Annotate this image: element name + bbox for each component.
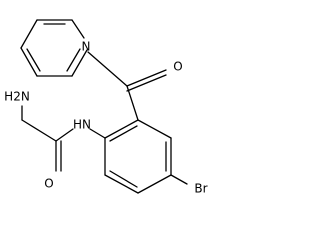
amide-nh-label: HN — [73, 118, 91, 132]
ketone-oxygen-label: O — [173, 60, 182, 74]
pyridine-carbonyl-bond — [87, 51, 128, 87]
pyridine-nitrogen-label: N — [82, 40, 91, 54]
carbonyl-benzene-bond — [126, 85, 139, 121]
amide-oxygen-label: O — [44, 177, 53, 191]
amide-double-bond — [55, 140, 62, 172]
bromine-label: Br — [194, 182, 207, 196]
benzene-ring — [104, 119, 172, 194]
pyridine-ring — [20, 19, 88, 77]
nh-carbonyl-bond — [55, 128, 74, 142]
molecule-diagram: N O H2N HN O Br — [4, 19, 208, 196]
bromine-bond — [170, 174, 188, 185]
carbonyl-ch2-bond — [21, 119, 57, 142]
ketone-double-bond — [126, 69, 167, 92]
amine-label: H2N — [4, 90, 30, 104]
benzene-nh-bond — [89, 128, 106, 139]
